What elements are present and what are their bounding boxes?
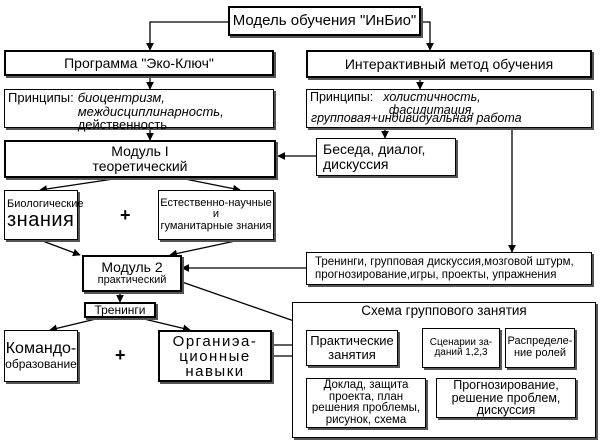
model-box: Модель обучения "ИнБио" xyxy=(228,6,421,36)
module2-line2: практический xyxy=(97,274,167,287)
bio-knowledge-line2: знания xyxy=(7,209,75,232)
arrow-trainings-to-team xyxy=(49,317,101,333)
arrow-science-to-module2 xyxy=(169,239,241,258)
program-box: Программа "Эко-Ключ" xyxy=(4,50,274,76)
forecast-line3: дискуссия xyxy=(476,403,536,418)
report-line3: решения проблемы, xyxy=(311,402,421,414)
practical-box: Практические занятия xyxy=(306,330,398,366)
practical-line2: занятия xyxy=(328,347,376,362)
trainings-label-box: Тренинги xyxy=(84,302,156,318)
roles-line2: ние ролей xyxy=(513,347,567,359)
scenarios-box: Сценарии за- даний 1,2,3 xyxy=(422,328,500,368)
org-skills-line1: Органиэа- xyxy=(172,332,258,350)
report-line1: Доклад, защита xyxy=(323,379,409,391)
science-humanities-line2: гуманитарные знания xyxy=(160,219,272,232)
scenarios-line1: Сценарии за- xyxy=(429,336,493,348)
principles-right-line2: фасилитация, xyxy=(388,103,475,118)
report-line4: рисунок, схема xyxy=(325,413,407,426)
bio-knowledge-line1: Биологические xyxy=(7,197,84,210)
roles-box: Распределе- ние ролей xyxy=(505,328,575,368)
trainings-list-line2: прогнозирование,игры, проекты, упражнени… xyxy=(315,268,557,281)
principles-right-box: Принципы: холистичность, фасилитация, гр… xyxy=(306,89,592,128)
practical-line1: Практические xyxy=(310,333,394,349)
forecast-box: Прогнозирование, решение проблем, дискус… xyxy=(436,378,576,418)
conversation-line2: дискуссия xyxy=(323,156,389,172)
program-title: Программа "Эко-Ключ" xyxy=(64,54,214,71)
team-education-line2: образование xyxy=(5,357,77,372)
plus-sign-knowledge: + xyxy=(120,205,131,225)
trainings-label: Тренинги xyxy=(94,302,146,317)
forecast-line1: Прогнозирование, xyxy=(453,378,559,393)
org-skills-line2: ционные xyxy=(179,347,251,365)
group-scheme-title: Схема группового занятия xyxy=(361,303,527,318)
module2-line1: Модуль 2 xyxy=(101,259,163,276)
principles-left-line3: действенность xyxy=(77,117,168,133)
principles-right-line1: холистичность, xyxy=(383,90,481,104)
team-education-box: Командо- образование xyxy=(4,330,78,382)
report-line2: проекта, план xyxy=(328,390,404,403)
arrow-module1-to-science xyxy=(179,177,241,193)
arrow-bio-to-module2 xyxy=(39,239,81,257)
principles-left-line1: биоцентризм, xyxy=(77,90,165,105)
conversation-box: Беседа, диалог, дискуссия xyxy=(316,138,456,176)
org-skills-box: Органиэа- ционные навыки xyxy=(158,330,272,382)
principles-right-line3: групповая+индивидуальная работа xyxy=(311,110,522,125)
principles-left-prefix: Принципы: xyxy=(8,90,74,105)
module1-line1: Модуль I xyxy=(111,143,169,160)
arrow-module1-to-bio xyxy=(39,177,121,193)
report-box: Доклад, защита проекта, план решения про… xyxy=(306,378,426,428)
bio-knowledge-box: Биологические знания xyxy=(4,190,83,240)
org-skills-line3: навыки xyxy=(185,362,245,380)
roles-line1: Распределе- xyxy=(507,335,573,348)
science-humanities-line1: Естественно-научные и xyxy=(160,196,272,221)
trainings-list-line1: Тренинги, групповая дискуссия,мозговой ш… xyxy=(315,256,574,269)
module1-line2: теоретический xyxy=(92,158,188,174)
trainings-list-box: Тренинги, групповая дискуссия,мозговой ш… xyxy=(306,252,592,285)
arrow-model-to-method xyxy=(421,21,434,51)
method-box: Интерактивный метод обучения xyxy=(306,50,592,78)
principles-left-box: Принципы: биоцентризм, междисциплинарнос… xyxy=(4,89,274,131)
module2-box: Модуль 2 практический xyxy=(82,255,182,292)
forecast-line2: решение проблем, xyxy=(451,390,561,405)
module1-box: Модуль I теоретический xyxy=(4,140,276,178)
arrow-trainings-to-org xyxy=(139,317,191,333)
method-title: Интерактивный метод обучения xyxy=(344,55,554,72)
arrow-model-to-program xyxy=(146,21,228,51)
scenarios-line2: даний 1,2,3 xyxy=(434,347,488,358)
conversation-line1: Беседа, диалог, xyxy=(323,141,426,158)
principles-left-line2: междисциплинарность, xyxy=(77,103,224,119)
team-education-line1: Командо- xyxy=(5,340,77,358)
plus-sign-skills: + xyxy=(115,345,126,365)
science-humanities-box: Естественно-научные и гуманитарные знани… xyxy=(158,190,274,240)
model-title: Модель обучения "ИнБио" xyxy=(232,12,417,30)
principles-right-prefix: Принципы: xyxy=(310,90,374,104)
